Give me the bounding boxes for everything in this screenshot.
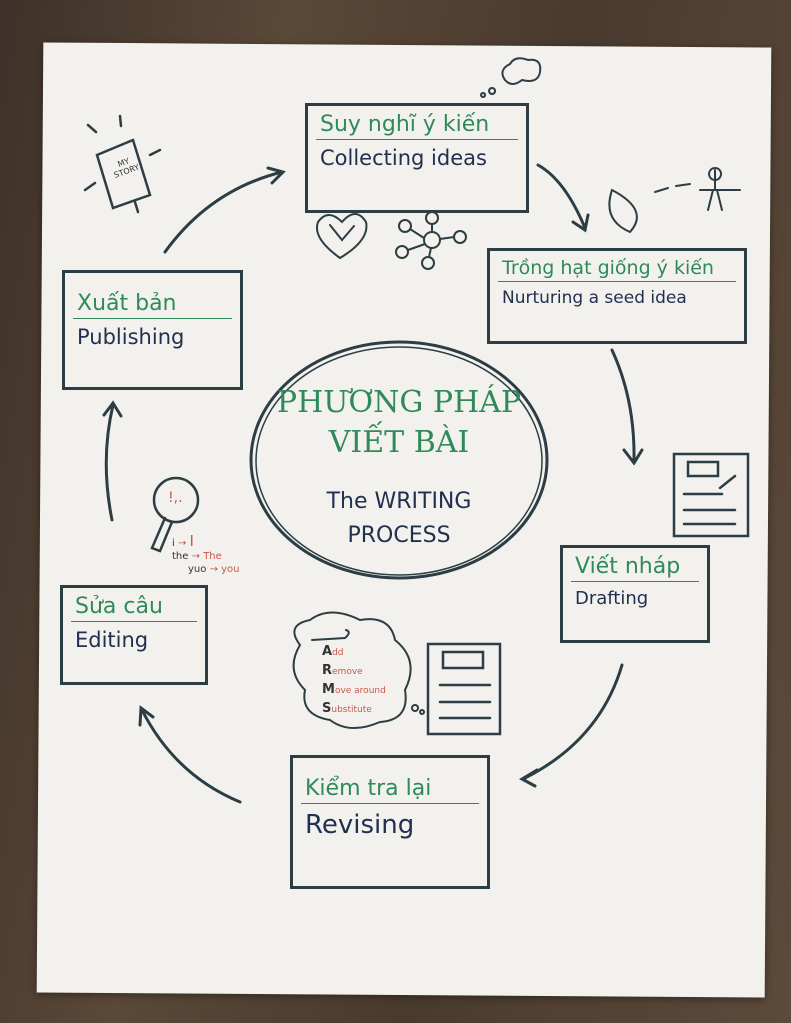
arms-list: Add Remove Move around Substitute <box>322 644 386 716</box>
step-nurturing-seed-idea: Trồng hạt giống ý kiến Nurturing a seed … <box>487 248 747 344</box>
arrow-nurturing-to-drafting <box>610 348 644 466</box>
revise-paper-icon <box>426 642 502 736</box>
book-icon <box>83 114 162 214</box>
center-title: PHƯƠNG PHÁP VIẾT BÀI The WRITING PROCESS <box>276 385 522 548</box>
heart-icon <box>316 213 368 260</box>
magnifier-icon <box>150 476 200 553</box>
arrow-revising-to-editing <box>138 705 242 804</box>
editing-notes: i → I the → The yuo → you <box>172 532 240 576</box>
arms-thought-cloud <box>292 611 412 729</box>
watermelon-seed-icon <box>608 183 691 234</box>
draft-paper-icon <box>672 452 750 538</box>
magnifier-punctuation: !,. <box>168 490 183 506</box>
step-drafting: Viết nháp Drafting <box>560 545 710 643</box>
arrow-publishing-to-collecting <box>163 166 286 254</box>
step-editing: Sửa câu Editing <box>60 585 208 685</box>
arrow-collecting-to-nurturing <box>536 163 590 233</box>
thought-cloud-icon <box>480 57 542 98</box>
mindmap-icon <box>395 211 467 270</box>
step-publishing: Xuất bản Publishing <box>62 270 243 390</box>
step-collecting-ideas: Suy nghĩ ý kiến Collecting ideas <box>305 103 529 213</box>
step-revising: Kiểm tra lại Revising <box>290 755 490 889</box>
arrow-editing-to-publishing <box>102 400 123 522</box>
arrow-drafting-to-revising <box>518 663 624 788</box>
sprout-icon <box>699 167 741 211</box>
center-circle <box>249 340 549 580</box>
